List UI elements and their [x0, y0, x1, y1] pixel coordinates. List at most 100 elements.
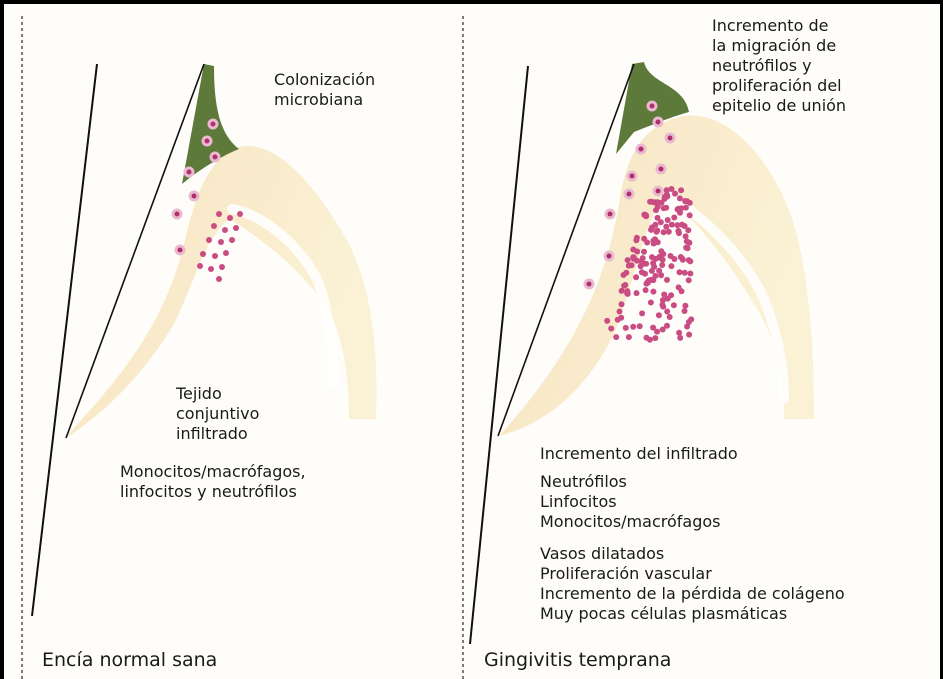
infiltrate-cell: [677, 335, 683, 341]
healthy-cell-types-label: Monocitos/macrófagos, linfocitos y neutr…: [120, 462, 306, 502]
infiltrate-increase-label: Incremento del infiltrado: [540, 444, 738, 464]
infiltrate-cell: [644, 281, 650, 287]
infiltrate-cell: [686, 240, 692, 246]
infiltrate-cell: [650, 277, 656, 283]
infiltrate-cell: [633, 274, 639, 280]
infiltrate-cell: [659, 262, 665, 268]
infiltrate-cell: [653, 207, 659, 213]
infiltrate-cell: [683, 205, 689, 211]
infiltrate-cell: [661, 205, 667, 211]
infiltrate-cell: [641, 236, 647, 242]
infiltrate-cell: [682, 303, 688, 309]
infiltrate-cell: [682, 270, 688, 276]
infiltrate-cell: [659, 200, 665, 206]
infiltrate-cell: [675, 222, 681, 228]
infiltrate-cell: [654, 329, 660, 335]
infiltrate-cell: [619, 288, 625, 294]
infiltrate-cell: [639, 310, 645, 316]
infiltrate-cell: [652, 335, 658, 341]
infiltrate-cell: [652, 200, 658, 206]
infiltrate-cell: [650, 238, 656, 244]
infiltrate-cell: [676, 284, 682, 290]
infiltrate-cell: [668, 253, 674, 259]
infiltrate-cell: [618, 315, 624, 321]
infiltrate-cell: [682, 308, 688, 314]
infiltrated-tissue-label: Tejido conjuntivo infiltrado: [176, 384, 259, 444]
infiltrate-cell: [664, 309, 670, 315]
infiltrate-cell: [671, 302, 677, 308]
infiltrate-cell: [682, 198, 688, 204]
infiltrate-cell: [677, 269, 683, 275]
infiltrate-cell: [664, 277, 670, 283]
infiltrate-cell: [617, 309, 623, 315]
infiltrate-cell: [685, 227, 691, 233]
infiltrate-cell: [630, 247, 636, 253]
infiltrate-cell: [639, 269, 645, 275]
infiltrate-cell: [613, 334, 619, 340]
infiltrate-cell: [669, 222, 675, 228]
infiltrate-cells-list: Neutrófilos Linfocitos Monocitos/macrófa…: [540, 472, 720, 532]
infiltrate-cell: [675, 206, 681, 212]
infiltrate-cell: [641, 249, 647, 255]
infiltrate-cell: [656, 268, 662, 274]
infiltrate-cell: [688, 316, 694, 322]
infiltrate-cell: [664, 323, 670, 329]
infiltrate-cell: [619, 301, 625, 307]
infiltrate-cell: [671, 215, 677, 221]
healthy-gingiva-drawing: [32, 64, 377, 616]
infiltrate-cell: [687, 212, 693, 218]
infiltrate-cell: [668, 263, 674, 269]
infiltrate-cell: [629, 262, 635, 268]
infiltrate-cell: [622, 282, 628, 288]
infiltrate-cell: [648, 300, 654, 306]
healthy-gingiva-caption: Encía normal sana: [42, 649, 217, 671]
infiltrate-cell: [679, 256, 685, 262]
infiltrate-cell: [658, 248, 664, 254]
infiltrate-cell: [686, 332, 692, 338]
infiltrate-cell: [634, 258, 640, 264]
vascular-changes-list: Vasos dilatados Proliferación vascular I…: [540, 544, 845, 624]
infiltrate-cell: [666, 229, 672, 235]
infiltrate-cell: [656, 312, 662, 318]
infiltrate-cell: [650, 289, 656, 295]
migration-label: Incremento de la migración de neutrófilo…: [712, 16, 846, 116]
infiltrate-cell: [634, 290, 640, 296]
infiltrate-cell: [625, 291, 631, 297]
infiltrate-cell: [663, 224, 669, 230]
infiltrate-cell: [662, 194, 668, 200]
infiltrate-cell: [623, 325, 629, 331]
infiltrate-cell: [641, 212, 647, 218]
infiltrate-cell: [675, 228, 681, 234]
gingivitis-caption: Gingivitis temprana: [484, 649, 671, 671]
infiltrate-cell: [644, 335, 650, 341]
infiltrate-cell: [643, 261, 649, 267]
colonization-label: Colonización microbiana: [274, 70, 375, 110]
infiltrate-cell: [637, 323, 643, 329]
infiltrate-cell: [677, 195, 683, 201]
infiltrate-cell: [686, 277, 692, 283]
infiltrate-cell: [678, 187, 684, 193]
infiltrate-cell: [643, 287, 649, 293]
infiltrate-cell: [655, 215, 661, 221]
infiltrate-cell: [665, 217, 671, 223]
infiltrate-cell: [687, 271, 693, 277]
infiltrate-cell: [626, 334, 632, 340]
infiltrate-cell: [651, 264, 657, 270]
infiltrate-cell: [687, 258, 693, 264]
infiltrate-cell: [654, 229, 660, 235]
infiltrate-cell: [649, 224, 655, 230]
infiltrate-cell: [649, 254, 655, 260]
infiltrate-cell: [625, 257, 631, 263]
infiltrate-cell: [667, 314, 673, 320]
right-tooth-line: [470, 66, 528, 644]
infiltrate-cell: [660, 297, 666, 303]
infiltrate-cell: [676, 330, 682, 336]
infiltrate-cell: [669, 186, 675, 192]
left-tooth-line: [32, 64, 97, 616]
infiltrate-cell: [623, 270, 629, 276]
infiltrate-cell: [683, 233, 689, 239]
infiltrate-cell: [630, 324, 636, 330]
infiltrate-cell: [660, 257, 666, 263]
infiltrate-cell: [608, 326, 614, 332]
